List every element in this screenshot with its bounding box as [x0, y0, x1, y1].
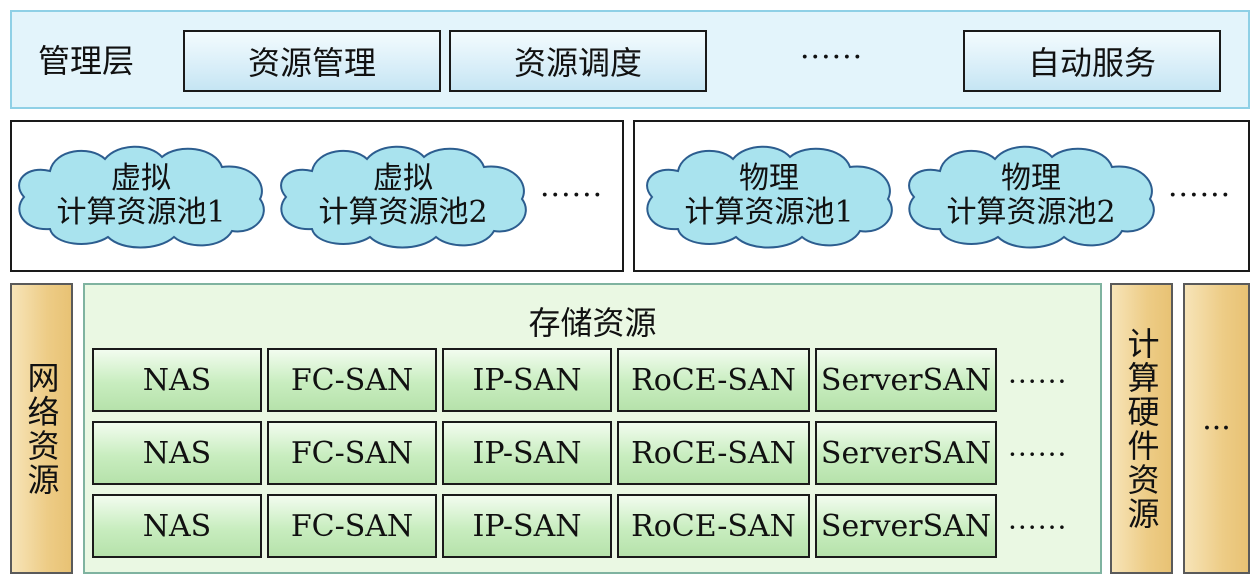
pool-type-label: 虚拟	[373, 160, 433, 196]
storage-cell-ip-san: IP-SAN	[442, 421, 612, 485]
storage-cell-nas: NAS	[92, 494, 262, 558]
virtual-pool-1-cloud: 虚拟 计算资源池1	[10, 141, 272, 251]
physical-pool-1-cloud: 物理 计算资源池1	[638, 141, 900, 251]
storage-resources-title: 存储资源	[528, 304, 657, 342]
pool-type-label: 虚拟	[111, 160, 171, 196]
storage-cell-ip-san: IP-SAN	[442, 494, 612, 558]
physical-pools-ellipsis: ······	[1168, 178, 1232, 213]
pool-name-label: 计算资源池1	[684, 195, 854, 230]
resource-management-box: 资源管理	[183, 30, 441, 92]
network-resources-column: 网络资源	[10, 283, 73, 574]
pool-name-label: 计算资源池2	[946, 195, 1116, 230]
physical-pool-2-cloud: 物理 计算资源池2	[900, 141, 1162, 251]
network-resources-label: 网络资源	[22, 360, 61, 497]
pool-name-label: 计算资源池2	[318, 195, 488, 230]
storage-cell-fc-san: FC-SAN	[267, 348, 437, 412]
pool-type-label: 物理	[739, 160, 799, 196]
storage-cell-nas: NAS	[92, 421, 262, 485]
cloud-shape	[908, 145, 1155, 249]
management-layer-title: 管理层	[38, 42, 135, 80]
storage-cell-fc-san: FC-SAN	[267, 494, 437, 558]
storage-cell-ip-san: IP-SAN	[442, 348, 612, 412]
cloud-shape	[18, 145, 265, 249]
storage-cell-serversan: ServerSAN	[815, 348, 997, 412]
storage-cell-roce-san: RoCE-SAN	[617, 421, 810, 485]
virtual-pools-ellipsis: ······	[540, 178, 604, 213]
storage-cell-roce-san: RoCE-SAN	[617, 348, 810, 412]
pool-name-label: 计算资源池1	[56, 195, 226, 230]
cloud-shape	[646, 145, 893, 249]
resource-scheduling-box: 资源调度	[449, 30, 707, 92]
storage-cell-roce-san: RoCE-SAN	[617, 494, 810, 558]
compute-hardware-column: 计算硬件资源	[1110, 283, 1173, 574]
virtual-pool-2-cloud: 虚拟 计算资源池2	[272, 141, 534, 251]
other-resources-column: ···	[1183, 283, 1250, 574]
compute-hardware-label: 计算硬件资源	[1122, 326, 1161, 531]
storage-row-ellipsis: ······	[1008, 438, 1068, 471]
storage-row-ellipsis: ······	[1008, 511, 1068, 544]
storage-cell-nas: NAS	[92, 348, 262, 412]
pool-type-label: 物理	[1001, 160, 1061, 196]
other-resources-ellipsis: ···	[1202, 411, 1231, 446]
cloud-shape	[280, 145, 527, 249]
storage-row-ellipsis: ······	[1008, 365, 1068, 398]
management-ellipsis: ······	[800, 40, 864, 75]
storage-cell-serversan: ServerSAN	[815, 494, 997, 558]
storage-cell-serversan: ServerSAN	[815, 421, 997, 485]
automatic-service-box: 自动服务	[963, 30, 1221, 92]
storage-cell-fc-san: FC-SAN	[267, 421, 437, 485]
